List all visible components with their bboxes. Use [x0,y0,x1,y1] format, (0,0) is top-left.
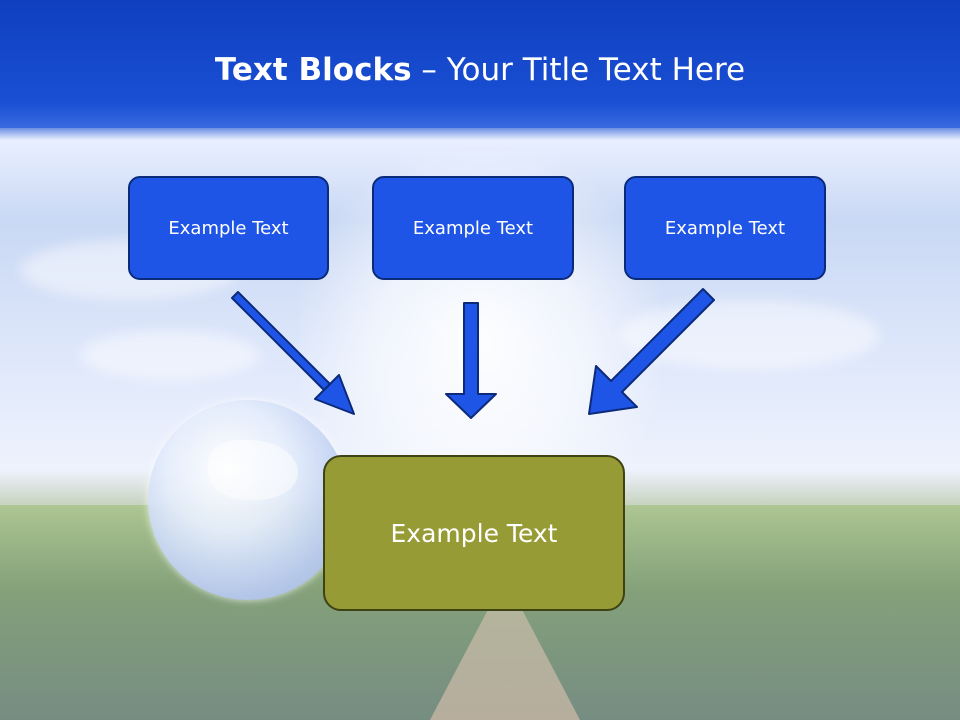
text-block-2[interactable]: Example Text [372,176,574,280]
target-block[interactable]: Example Text [323,455,625,611]
arrow-left [231,291,355,415]
text-block-3[interactable]: Example Text [624,176,826,280]
arrow-right [588,288,715,415]
globe-continent [208,440,298,500]
globe-image [148,400,348,600]
cloud [80,330,260,380]
arrow-center [445,302,497,419]
text-block-3-label: Example Text [664,217,786,239]
header-band [0,0,960,128]
target-block-label: Example Text [390,518,558,548]
title-separator: – [411,52,447,88]
text-block-1[interactable]: Example Text [128,176,329,280]
slide-title: Text Blocks – Your Title Text Here [0,52,960,88]
title-rest: Your Title Text Here [446,52,746,88]
text-block-1-label: Example Text [168,217,289,239]
title-bold: Text Blocks [214,52,412,88]
text-block-2-label: Example Text [412,217,534,239]
